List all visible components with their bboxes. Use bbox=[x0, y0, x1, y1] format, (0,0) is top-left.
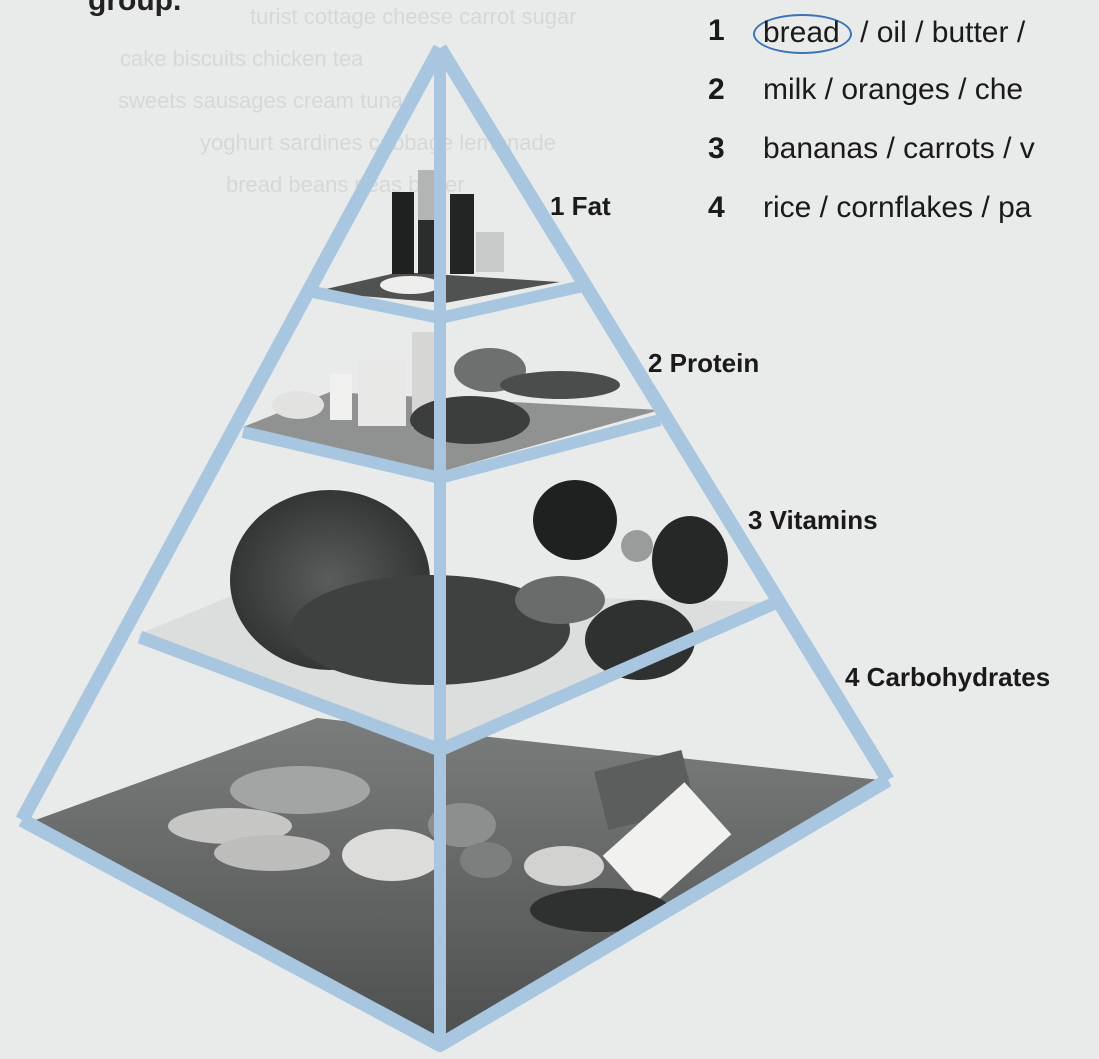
bananas bbox=[515, 576, 605, 624]
carbohydrates-tier bbox=[30, 718, 880, 1045]
orange bbox=[621, 530, 653, 562]
pasta bbox=[230, 766, 370, 814]
layer-label-carbohydrates: 4 Carbohydrates bbox=[845, 662, 1050, 693]
eggs bbox=[272, 391, 324, 419]
meat bbox=[410, 396, 530, 444]
milk-jug bbox=[358, 360, 406, 426]
carbohydrates-floor bbox=[30, 718, 880, 1045]
rice-bowl bbox=[342, 829, 442, 881]
oil-bottle bbox=[450, 194, 474, 274]
glass-of-milk bbox=[330, 374, 352, 420]
vitamins-tier bbox=[137, 480, 775, 752]
layer-label-protein: 2 Protein bbox=[648, 348, 759, 379]
butter-tub bbox=[476, 232, 504, 272]
cabbage bbox=[533, 480, 617, 560]
melon bbox=[652, 516, 728, 604]
layer-label-vitamins: 3 Vitamins bbox=[748, 505, 878, 536]
potatoes bbox=[460, 842, 512, 878]
oil-bottle bbox=[392, 192, 414, 274]
butter bbox=[380, 276, 440, 294]
layer-label-fat: 1 Fat bbox=[550, 191, 611, 222]
corn bbox=[214, 835, 330, 871]
grain-bowl bbox=[524, 846, 604, 886]
fish bbox=[500, 371, 620, 399]
